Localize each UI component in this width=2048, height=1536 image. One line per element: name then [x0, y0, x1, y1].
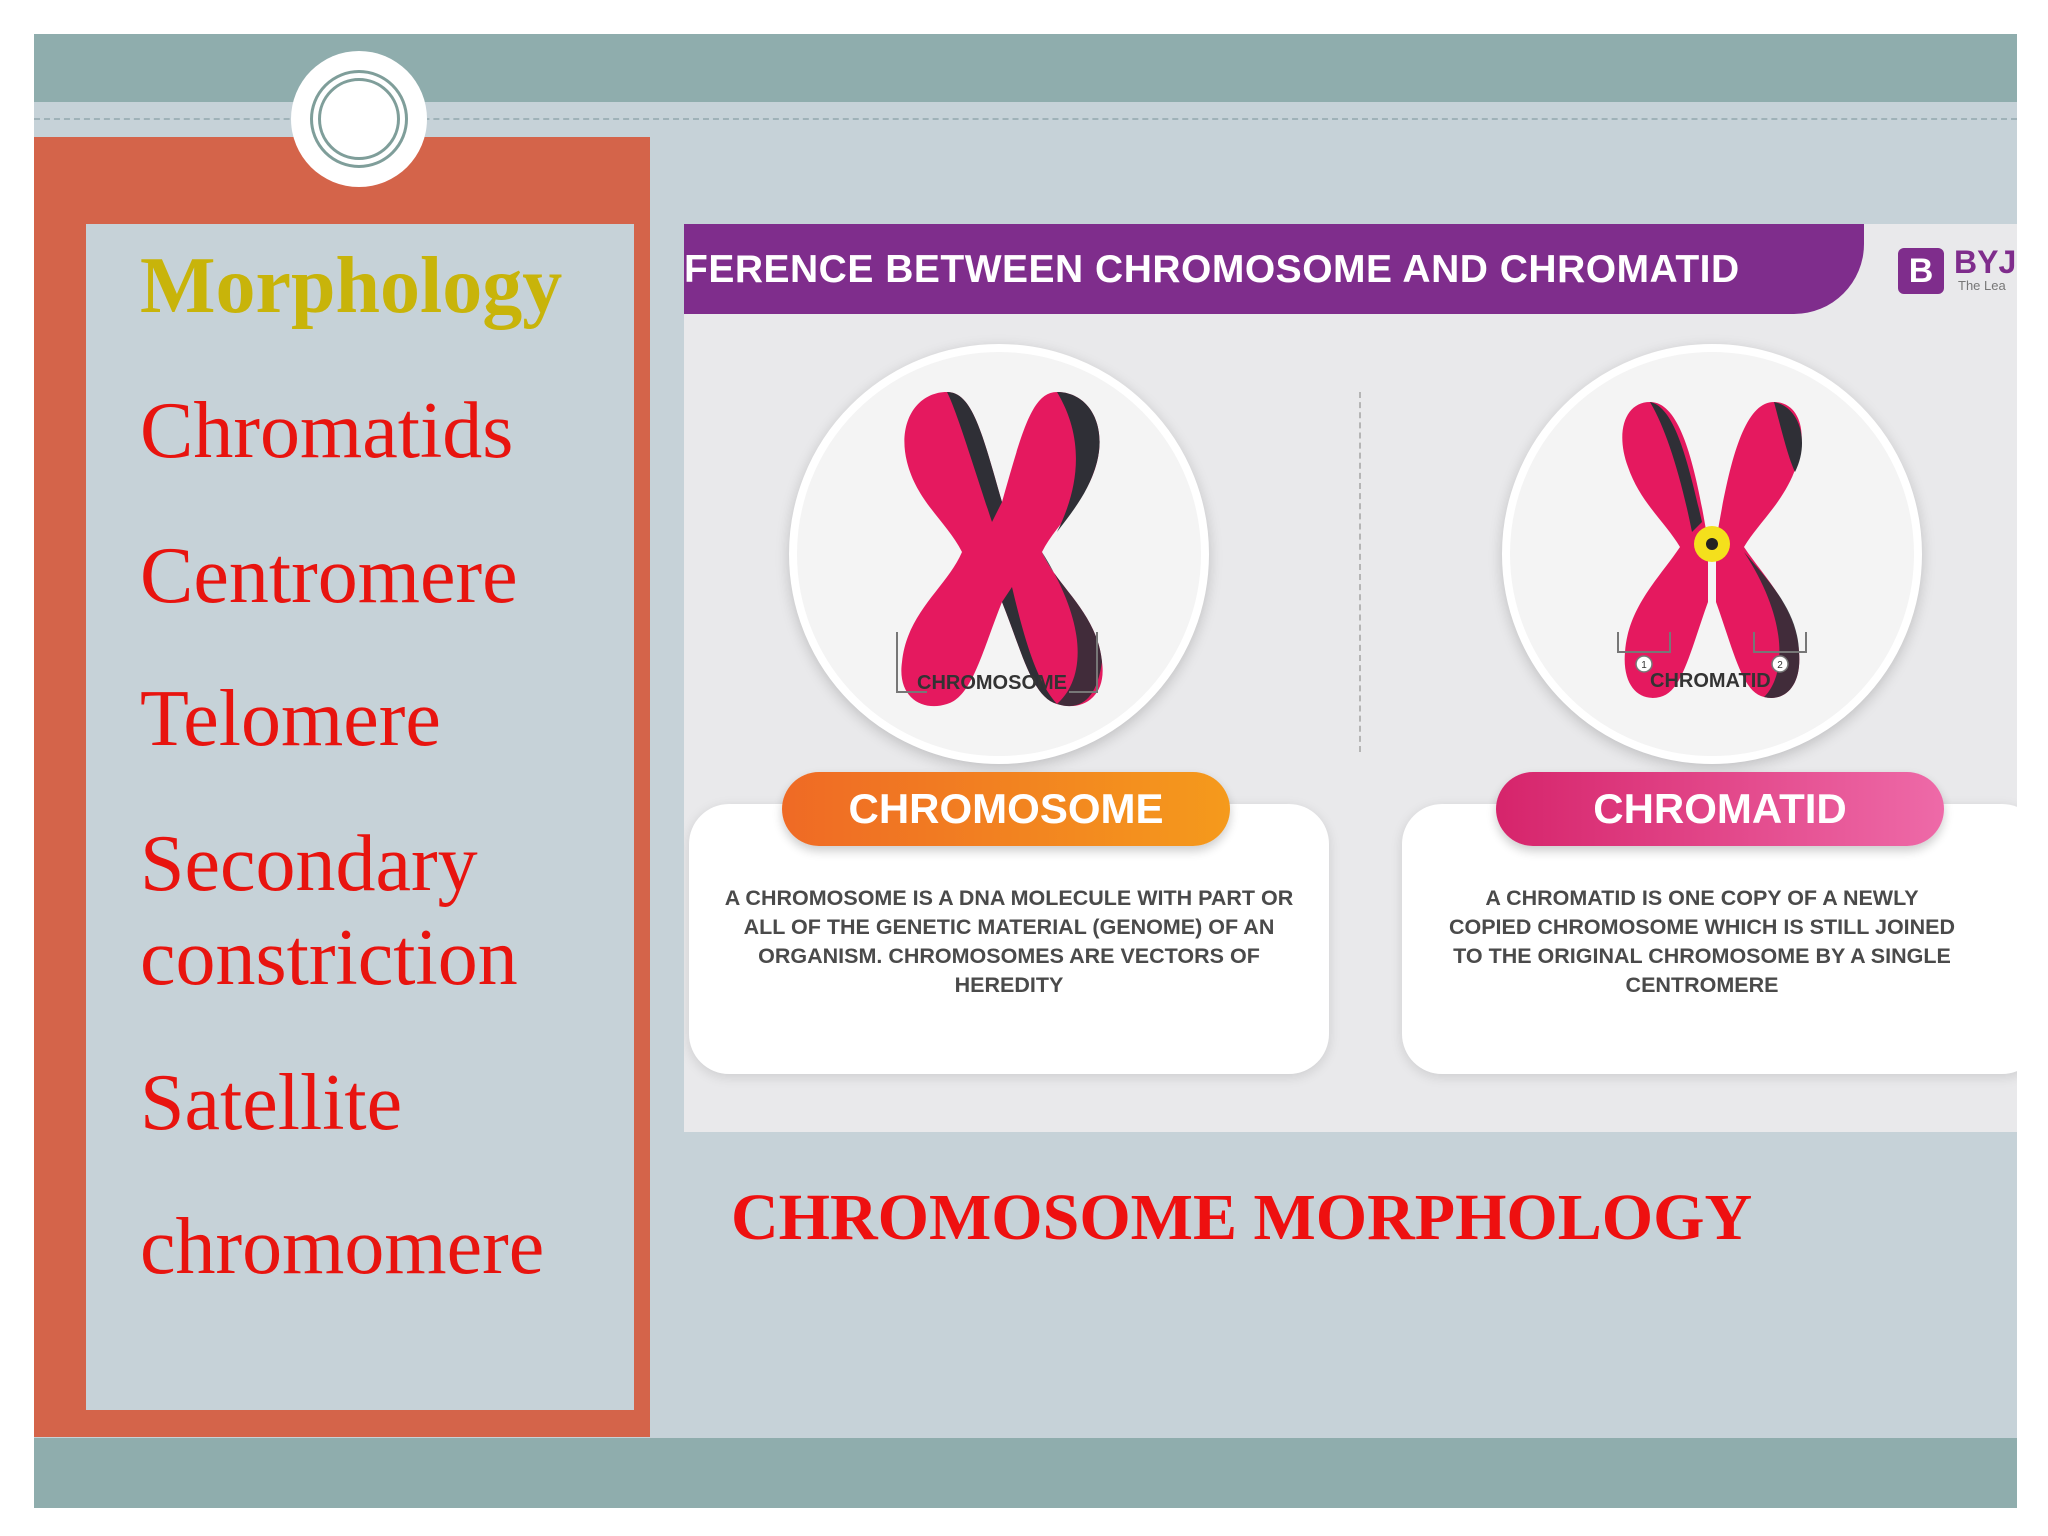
list-item-chromatids: Chromatids [140, 387, 514, 475]
figure-divider [1359, 392, 1361, 752]
chromosome-icon [896, 392, 1103, 707]
dashed-rule [34, 118, 2017, 120]
chromosome-card: A CHROMOSOME IS A DNA MOLECULE WITH PART… [689, 804, 1329, 1074]
list-item-satellite: Satellite [140, 1059, 403, 1147]
logo-tagline: The Lea [1958, 278, 2006, 293]
byjus-logo: B BYJ The Lea [1898, 244, 2017, 298]
chromatid-description: A CHROMATID IS ONE COPY OF A NEWLY COPIE… [1448, 886, 1956, 997]
list-item-constriction: constriction [140, 914, 518, 1002]
list-item-secondary: Secondary [140, 820, 478, 908]
chromatid-marker-1: 1 [1641, 660, 1647, 671]
chromatid-circle-label: CHROMATID [1650, 670, 1771, 692]
list-item-telomere: Telomere [140, 675, 441, 763]
chromatid-pill: CHROMATID [1496, 772, 1944, 846]
figure-title: FERENCE BETWEEN CHROMOSOME AND CHROMATID [684, 248, 1740, 291]
logo-text: BYJ [1954, 244, 2017, 280]
bottom-band [34, 1438, 2017, 1508]
topic-list-box [86, 224, 634, 1410]
comparison-figure: FERENCE BETWEEN CHROMOSOME AND CHROMATID… [684, 224, 2017, 1132]
list-item-chromomere: chromomere [140, 1203, 545, 1291]
chromatid-marker-2: 2 [1777, 660, 1783, 671]
figure-title-bar: FERENCE BETWEEN CHROMOSOME AND CHROMATID [684, 224, 1864, 314]
list-item-centromere: Centromere [140, 532, 518, 620]
list-heading: Morphology [140, 242, 563, 330]
chromatid-card: A CHROMATID IS ONE COPY OF A NEWLY COPIE… [1402, 804, 2017, 1074]
chromosome-pill: CHROMOSOME [782, 772, 1230, 846]
chromatid-circle: 1 2 CHROMATID [1502, 344, 1922, 764]
chromatid-icon: 1 2 [1617, 402, 1807, 698]
slide-caption: CHROMOSOME MORPHOLOGY [731, 1181, 1753, 1254]
chromosome-description: A CHROMOSOME IS A DNA MOLECULE WITH PART… [724, 886, 1294, 997]
circle-ornament-icon [291, 51, 427, 187]
chromosome-circle: CHROMOSOME [789, 344, 1209, 764]
chromosome-circle-label: CHROMOSOME [917, 672, 1067, 694]
logo-mark-icon: B [1898, 248, 1944, 294]
slide: Morphology Chromatids Centromere Telomer… [34, 34, 2017, 1508]
